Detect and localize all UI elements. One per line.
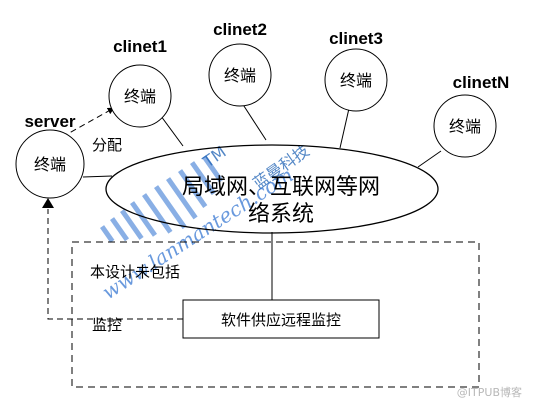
server-node-label: 终端 [34, 155, 66, 174]
clinet2-node-label: 终端 [224, 66, 256, 85]
lan-line1: 局域网、互联网等网 [182, 175, 380, 200]
connector-lines [82, 102, 442, 300]
monitor-box [182, 299, 380, 339]
server-name: server [24, 112, 75, 131]
link-server [82, 175, 113, 178]
clinet3-name: clinet3 [329, 29, 383, 48]
site-watermark: @ITPUB博客 [457, 385, 522, 399]
clinet1-node-label: 终端 [124, 87, 156, 106]
clinet3-node-label: 终端 [340, 71, 372, 90]
lan-ellipse [105, 144, 439, 234]
clinetN-node [433, 94, 497, 158]
clinetN-name: clinetN [453, 73, 510, 92]
server-node [15, 129, 85, 199]
clinet1-name: clinet1 [113, 37, 167, 56]
link-clinet2 [241, 102, 267, 141]
clinet2-node [208, 43, 272, 107]
clinetN-node-label: 终端 [449, 117, 481, 136]
monitor-box-label: 软件供应远程监控 [221, 311, 341, 329]
clinet2-name: clinet2 [213, 20, 267, 39]
watermark-logo [100, 155, 224, 243]
clinet1-node [108, 64, 172, 128]
link-clinet3 [339, 103, 351, 149]
monitor-label: 监控 [92, 316, 122, 334]
distribute-label: 分配 [92, 136, 122, 154]
clinet3-node [324, 48, 388, 112]
monitor-arrowhead [42, 198, 54, 208]
link-clinetN [417, 150, 442, 168]
design-scope-label: 本设计未包括 [90, 263, 180, 281]
monitor-feedback-path [47, 209, 183, 320]
lan-line2: 络系统 [248, 202, 314, 227]
